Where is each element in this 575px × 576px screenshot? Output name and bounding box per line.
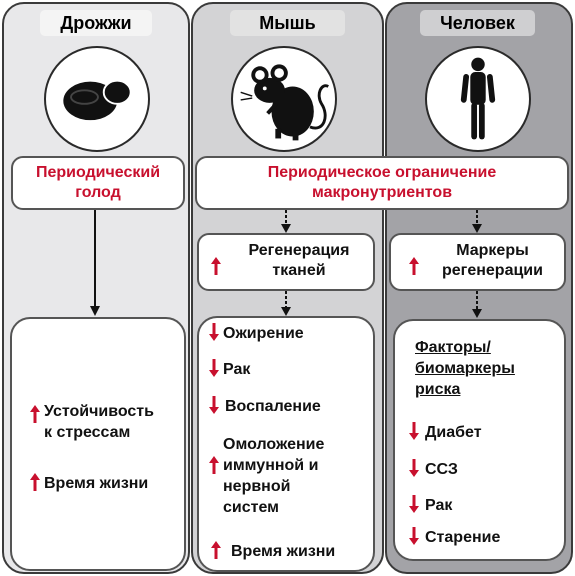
down-arrow-icon bbox=[209, 323, 219, 341]
shared-intervention-box: Периодическое ограничение макронутриенто… bbox=[195, 156, 569, 210]
yeast-icon bbox=[63, 79, 132, 121]
yeast-outcome-stress-line1: Устойчивость bbox=[44, 403, 154, 420]
human-outcome-diabetes-text: Диабет bbox=[425, 424, 482, 441]
mouse-outcome-cancer: Рак bbox=[209, 359, 250, 380]
mouse-outcome-rejuvenation-line2: иммунной и bbox=[223, 457, 319, 474]
human-risk-title-line3: риска bbox=[415, 381, 461, 398]
mouse-circle bbox=[231, 46, 337, 152]
mouse-connector-arrow-1 bbox=[281, 210, 291, 233]
down-arrow-icon bbox=[209, 396, 219, 414]
yeast-intervention-line2: голод bbox=[75, 184, 121, 201]
shared-intervention-line2: макронутриентов bbox=[311, 184, 453, 201]
mouse-effect-line1: Регенерация bbox=[248, 242, 350, 259]
mouse-outcome-rejuvenation-line3: нервной bbox=[223, 478, 291, 495]
yeast-header: Дрожжи bbox=[40, 10, 152, 36]
mouse-outcome-inflammation-text: Воспаление bbox=[225, 398, 321, 415]
mouse-outcome-cancer-text: Рак bbox=[223, 361, 251, 378]
mouse-outcome-lifespan: Время жизни bbox=[211, 541, 335, 562]
shared-intervention-line1: Периодическое ограничение bbox=[267, 164, 497, 181]
down-arrow-icon bbox=[409, 495, 419, 513]
yeast-outcome-stress-line2: к стрессам bbox=[44, 424, 131, 441]
human-outcome-cvd-text: ССЗ bbox=[425, 461, 458, 478]
yeast-outcome-stress: Устойчивость к стрессам bbox=[30, 401, 154, 443]
human-connector-arrow-1 bbox=[472, 210, 482, 233]
mouse-header: Мышь bbox=[230, 10, 345, 36]
mouse-outcome-rejuvenation-line1: Омоложение bbox=[223, 436, 325, 453]
human-outcome-cancer: Рак bbox=[409, 495, 452, 516]
yeast-connector-arrow bbox=[90, 210, 100, 316]
yeast-outcome-lifespan: Время жизни bbox=[30, 473, 148, 494]
human-outcome-cvd: ССЗ bbox=[409, 459, 458, 480]
human-outcome-aging: Старение bbox=[409, 527, 500, 548]
up-arrow-icon bbox=[209, 456, 219, 474]
human-outcome-aging-text: Старение bbox=[425, 529, 501, 546]
down-arrow-icon bbox=[409, 459, 419, 477]
mouse-outcome-rejuvenation-line4: систем bbox=[223, 499, 279, 516]
down-arrow-icon bbox=[409, 422, 419, 440]
human-risk-title-line2: биомаркеры bbox=[415, 360, 515, 377]
human-connector-arrow-2 bbox=[472, 291, 482, 318]
human-header: Человек bbox=[420, 10, 535, 36]
human-outcomes-box: Факторы/ биомаркеры риска Диабет ССЗ Рак… bbox=[393, 319, 566, 561]
down-arrow-icon bbox=[409, 527, 419, 545]
mouse-outcomes-box: Ожирение Рак Воспаление Омоложение иммун… bbox=[197, 316, 375, 572]
yeast-intervention-line1: Периодический bbox=[35, 164, 161, 181]
up-arrow-icon bbox=[30, 405, 40, 423]
human-risk-title: Факторы/ биомаркеры риска bbox=[415, 337, 515, 400]
human-effect-line2: регенерации bbox=[442, 262, 543, 279]
mouse-outcome-lifespan-text: Время жизни bbox=[231, 543, 336, 560]
human-risk-title-line1: Факторы/ bbox=[415, 339, 491, 356]
yeast-outcome-lifespan-text: Время жизни bbox=[44, 475, 149, 492]
mouse-effect-box: Регенерация тканей bbox=[197, 233, 375, 291]
mouse-icon bbox=[240, 64, 329, 141]
mouse-outcome-obesity-text: Ожирение bbox=[223, 325, 304, 342]
human-effect-box: Маркеры регенерации bbox=[389, 233, 566, 291]
human-outcome-diabetes: Диабет bbox=[409, 422, 482, 443]
down-arrow-icon bbox=[209, 359, 219, 377]
human-effect-line1: Маркеры bbox=[456, 242, 529, 259]
human-circle bbox=[425, 46, 531, 152]
human-outcome-cancer-text: Рак bbox=[425, 497, 453, 514]
mouse-connector-arrow-2 bbox=[281, 291, 291, 316]
up-arrow-icon bbox=[211, 257, 221, 275]
human-icon bbox=[460, 57, 496, 140]
mouse-effect-line2: тканей bbox=[272, 262, 326, 279]
up-arrow-icon bbox=[409, 257, 419, 275]
mouse-outcome-rejuvenation: Омоложение иммунной и нервной систем bbox=[209, 434, 324, 518]
up-arrow-icon bbox=[30, 473, 40, 491]
mouse-outcome-obesity: Ожирение bbox=[209, 323, 304, 344]
yeast-circle bbox=[44, 46, 150, 152]
yeast-intervention-box: Периодический голод bbox=[11, 156, 185, 210]
yeast-outcomes-box: Устойчивость к стрессам Время жизни bbox=[10, 317, 186, 571]
up-arrow-icon bbox=[211, 541, 221, 559]
mouse-outcome-inflammation: Воспаление bbox=[209, 396, 321, 417]
